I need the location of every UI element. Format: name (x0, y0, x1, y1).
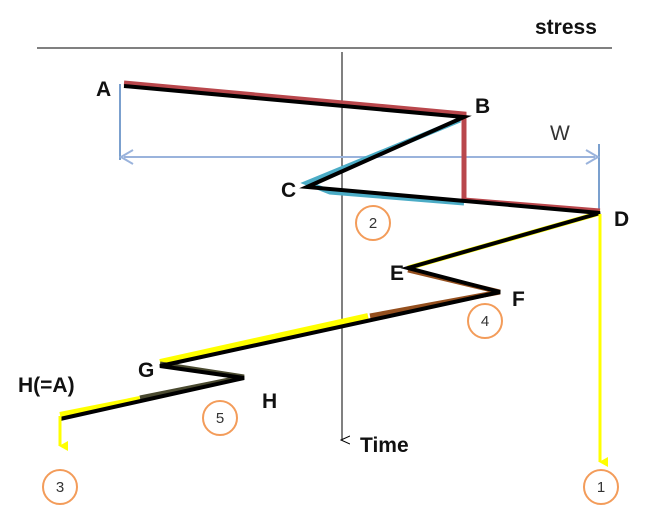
svg-text:3: 3 (56, 479, 64, 496)
point-label-a: A (96, 78, 111, 101)
marker-2: 2 (355, 205, 391, 241)
black-main-path (59, 84, 601, 421)
point-label-d: D (614, 208, 629, 231)
yellow-segment-tail (59, 396, 141, 418)
marker-4: 4 (467, 303, 503, 339)
time-label: Time (360, 434, 409, 457)
svg-text:5: 5 (216, 410, 224, 427)
point-label-e: E (390, 262, 404, 285)
svg-text:1: 1 (597, 479, 605, 496)
width-arrow-left-head (119, 149, 134, 165)
marker-5: 5 (202, 400, 238, 436)
marker-1: 1 (583, 469, 619, 505)
point-label-h-eq-a: H(=A) (18, 374, 75, 397)
point-label-b: B (475, 95, 490, 118)
svg-text:2: 2 (369, 215, 377, 232)
width-label: W (550, 122, 570, 145)
point-label-g: G (138, 359, 154, 382)
stress-label: stress (535, 16, 597, 39)
width-arrow-right-head (585, 149, 600, 165)
point-label-h: H (262, 390, 277, 413)
yellow-segment-f-g (159, 313, 369, 365)
point-label-f: F (512, 288, 525, 311)
svg-text:4: 4 (481, 313, 489, 330)
marker-3: 3 (42, 469, 78, 505)
point-label-c: C (281, 179, 296, 202)
